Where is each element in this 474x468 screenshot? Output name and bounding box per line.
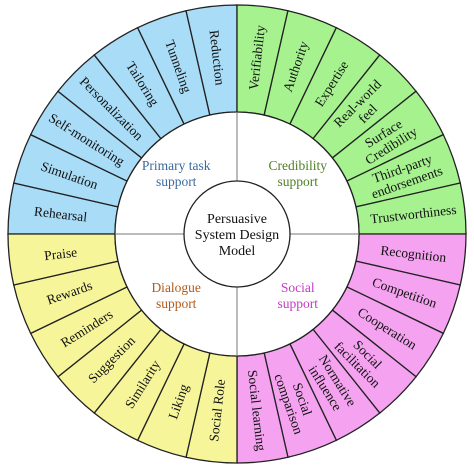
segment-label-recognition: Recognition xyxy=(380,243,448,265)
category-label-line: support xyxy=(156,296,197,311)
category-label-line: support xyxy=(156,174,197,189)
category-label-line: Dialogue xyxy=(151,280,201,295)
center-title-line: Model xyxy=(219,244,256,259)
inner-ring-layer xyxy=(114,111,360,357)
segment-label-social-role: Social Role xyxy=(206,378,228,442)
category-label-line: Credibility xyxy=(269,158,328,173)
segment-label-praise: Praise xyxy=(43,245,77,264)
category-label-line: support xyxy=(278,174,319,189)
segments-layer xyxy=(7,4,467,464)
category-label-line: Primary task xyxy=(142,158,211,173)
category-label-line: Social xyxy=(281,280,315,295)
segment-label-verifiability: Verifiability xyxy=(246,24,268,91)
segment-label-line: Verifiability xyxy=(246,24,268,91)
segment-label-line: Social Role xyxy=(206,378,228,442)
labels-layer: RehearsalSimulationSelf-monitoringPerson… xyxy=(33,24,457,452)
center-title-line: Persuasive xyxy=(207,212,267,227)
segment-label-line: Recognition xyxy=(380,243,448,265)
segment-label-line: Reduction xyxy=(207,29,228,86)
center-circle xyxy=(183,180,291,288)
center-title-line: System Design xyxy=(195,228,279,243)
category-label-line: support xyxy=(278,296,319,311)
segment-label-reduction: Reduction xyxy=(207,29,228,86)
segment-label-line: Rehearsal xyxy=(33,204,88,225)
segment-label-rehearsal: Rehearsal xyxy=(33,204,88,225)
segment-label-line: Praise xyxy=(43,245,77,264)
